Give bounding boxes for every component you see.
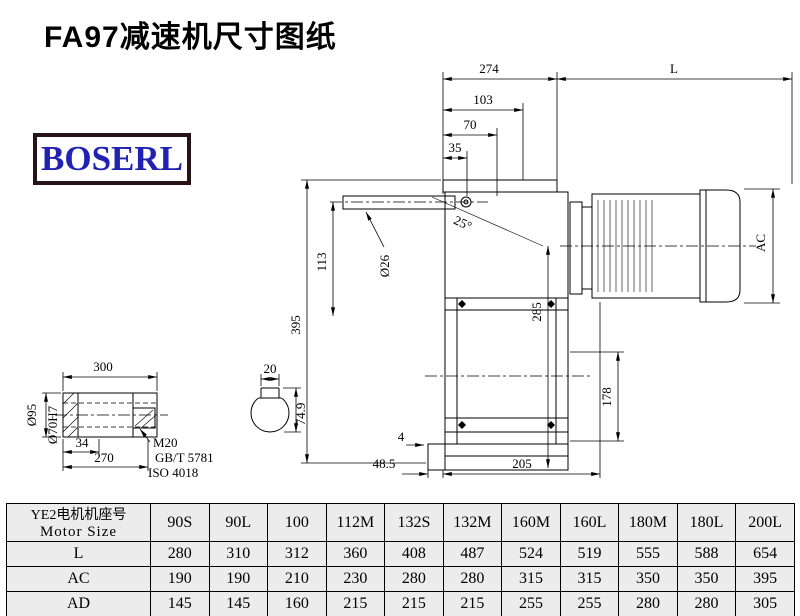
row-label-ad: AD (6, 591, 151, 616)
col-header-100: 100 (267, 503, 327, 542)
cell: 408 (384, 541, 444, 567)
table-row-ad: AD 145 145 160 215 215 215 255 255 280 2… (6, 591, 795, 616)
cell: 315 (559, 566, 620, 592)
col-header-200l: 200L (735, 503, 795, 542)
dim-motor-length-l: L (670, 61, 678, 76)
dim-274: 274 (479, 61, 499, 76)
cell: 280 (150, 541, 210, 567)
bushing-detail-view: 300 Ø95 Ø70H7 34 270 M20 GB/T 5781 ISO 4… (24, 359, 214, 480)
cell: 519 (559, 541, 620, 567)
dim-34: 34 (76, 435, 90, 450)
dim-48-5: 48.5 (373, 456, 396, 471)
cell: 160 (267, 591, 327, 616)
cell: 312 (267, 541, 327, 567)
cell: 305 (735, 591, 795, 616)
cell: 315 (501, 566, 561, 592)
cell: 255 (559, 591, 620, 616)
dim-300: 300 (93, 359, 113, 374)
table-header-row: YE2电机机座号 Motor Size 90S 90L 100 112M 132… (6, 503, 795, 542)
dimension-annotations: 274 L 103 70 35 25° 395 113 Ø26 285 AC (288, 61, 793, 478)
cell: 280 (618, 591, 678, 616)
col-header-132m: 132M (442, 503, 503, 542)
cell: 230 (325, 566, 386, 592)
technical-drawing: 274 L 103 70 35 25° 395 113 Ø26 285 AC (24, 61, 793, 480)
dim-205: 205 (512, 456, 532, 471)
dim-angle-25: 25° (451, 212, 474, 233)
table-row-ac: AC 190 190 210 230 280 280 315 315 350 3… (6, 566, 795, 592)
col-header-motor-size: YE2电机机座号 Motor Size (6, 503, 151, 542)
dim-70h7: Ø70H7 (45, 405, 60, 444)
logo-text: BOSERL (41, 139, 183, 178)
dim-shaft-dia-26: Ø26 (377, 254, 392, 277)
cell: 310 (208, 541, 269, 567)
label-gb-standard: GB/T 5781 (155, 450, 214, 465)
cell: 145 (150, 591, 210, 616)
col-header-180l: 180L (676, 503, 737, 542)
cell: 654 (735, 541, 795, 567)
cell: 360 (325, 541, 386, 567)
col-header-90s: 90S (150, 503, 210, 542)
dim-103: 103 (473, 92, 493, 107)
cell: 255 (501, 591, 561, 616)
dim-285: 285 (529, 302, 544, 322)
cell: 280 (384, 566, 444, 592)
dim-95: Ø95 (24, 404, 39, 426)
motor-size-label-en: Motor Size (39, 524, 118, 540)
dim-74-9: 74.9 (293, 403, 308, 426)
cell: 350 (618, 566, 678, 592)
gearbox-housing (425, 179, 590, 471)
label-iso-standard: ISO 4018 (148, 465, 198, 480)
col-header-132s: 132S (384, 503, 444, 542)
col-header-160l: 160L (559, 503, 620, 542)
dim-4: 4 (398, 429, 405, 444)
cell: 555 (618, 541, 678, 567)
dim-395: 395 (288, 315, 303, 335)
page-title: FA97减速机尺寸图纸 (44, 21, 337, 54)
cell: 215 (442, 591, 503, 616)
dim-113: 113 (314, 252, 329, 271)
boserl-logo: BOSERL (33, 133, 191, 185)
dim-270: 270 (94, 450, 114, 465)
cell: 215 (325, 591, 386, 616)
dim-motor-dia-ac: AC (753, 234, 768, 252)
cell: 487 (442, 541, 503, 567)
table-row-l: L 280 310 312 360 408 487 524 519 555 58… (6, 541, 795, 567)
cell: 215 (384, 591, 444, 616)
cell: 588 (676, 541, 737, 567)
cell: 190 (150, 566, 210, 592)
bore-section-view: 20 74.9 (250, 361, 308, 433)
cell: 395 (735, 566, 795, 592)
row-label-ac: AC (6, 566, 151, 592)
col-header-180m: 180M (618, 503, 678, 542)
col-header-90l: 90L (208, 503, 269, 542)
dim-35: 35 (449, 140, 462, 155)
col-header-112m: 112M (325, 503, 386, 542)
cell: 145 (208, 591, 269, 616)
dim-20: 20 (264, 361, 277, 376)
cell: 350 (676, 566, 737, 592)
col-header-160m: 160M (501, 503, 561, 542)
cell: 280 (442, 566, 503, 592)
dimension-table: YE2电机机座号 Motor Size 90S 90L 100 112M 132… (6, 503, 795, 616)
label-m20: M20 (153, 435, 178, 450)
row-label-l: L (6, 541, 151, 567)
cell: 280 (676, 591, 737, 616)
cell: 210 (267, 566, 327, 592)
cell: 190 (208, 566, 269, 592)
dim-70: 70 (464, 117, 477, 132)
motor-size-label-cn: YE2电机机座号 (30, 508, 127, 523)
cell: 524 (501, 541, 561, 567)
dim-178: 178 (599, 387, 614, 407)
input-shaft (330, 195, 544, 247)
motor (560, 189, 756, 303)
